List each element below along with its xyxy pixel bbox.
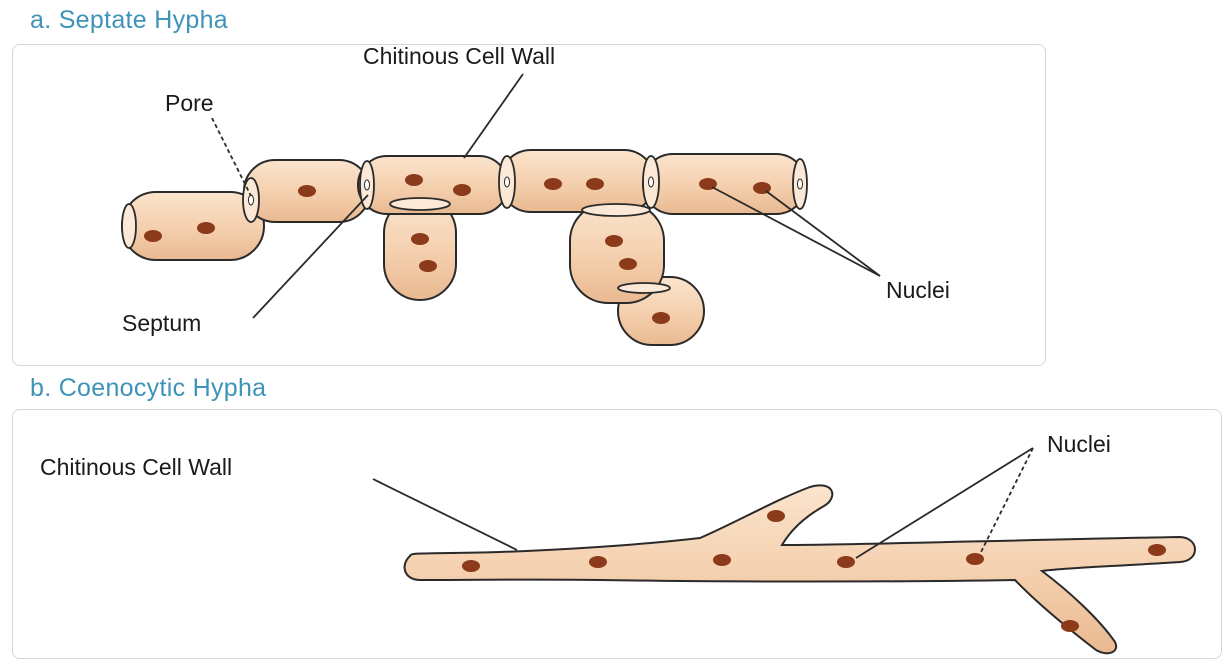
label-chitinous-cell-wall: Chitinous Cell Wall [40, 454, 232, 481]
branch-right [570, 203, 704, 345]
septum [582, 204, 650, 216]
nucleus [197, 222, 215, 234]
label-septum: Septum [122, 310, 201, 337]
hypha-cell [500, 150, 655, 212]
nucleus [419, 260, 437, 272]
nucleus [767, 510, 785, 522]
nucleus [713, 554, 731, 566]
pore [798, 179, 803, 189]
label-chitinous-cell-wall: Chitinous Cell Wall [363, 43, 555, 70]
nucleus [605, 235, 623, 247]
pore [505, 177, 510, 187]
pore [649, 177, 654, 187]
nucleus [405, 174, 423, 186]
nucleus [411, 233, 429, 245]
nucleus [298, 185, 316, 197]
nucleus [453, 184, 471, 196]
septum [390, 198, 450, 210]
cell-wall-leader [464, 74, 523, 158]
septum [122, 204, 136, 248]
nucleus [1061, 620, 1079, 632]
nucleus [144, 230, 162, 242]
nucleus [619, 258, 637, 270]
nucleus [1148, 544, 1166, 556]
pore [249, 195, 254, 205]
septum [618, 283, 670, 293]
label-nuclei: Nuclei [886, 277, 950, 304]
nucleus [586, 178, 604, 190]
nucleus [462, 560, 480, 572]
nuclei-leader [766, 191, 880, 276]
nucleus [589, 556, 607, 568]
nucleus [652, 312, 670, 324]
nucleus [544, 178, 562, 190]
hypha-cell [643, 154, 806, 214]
nucleus [837, 556, 855, 568]
cell-wall-leader [373, 479, 517, 550]
pore [365, 180, 370, 190]
nucleus [966, 553, 984, 565]
label-nuclei: Nuclei [1047, 431, 1111, 458]
label-pore: Pore [165, 90, 214, 117]
